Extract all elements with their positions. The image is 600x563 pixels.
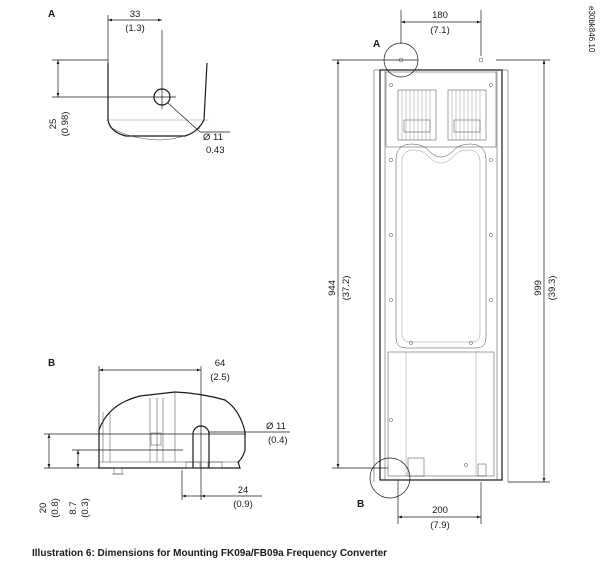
main-label-b: B bbox=[357, 499, 364, 510]
top-section bbox=[385, 71, 497, 148]
lower-section bbox=[387, 351, 495, 477]
converter-housing bbox=[379, 69, 503, 481]
detail-a-label: A bbox=[48, 9, 55, 20]
detail-b-width-in: (2.5) bbox=[210, 372, 230, 383]
main-label-a: A bbox=[373, 39, 380, 50]
detail-a-height-mm: 25 bbox=[48, 119, 59, 130]
detail-b-slot-in: (0.3) bbox=[80, 498, 91, 518]
detail-b-width-mm: 64 bbox=[215, 358, 226, 369]
detail-b-offset-in: (0.9) bbox=[233, 499, 253, 510]
detail-a-width-in: (1.3) bbox=[125, 23, 145, 34]
top-width-mm: 180 bbox=[432, 10, 448, 21]
detail-b-outline bbox=[98, 391, 246, 469]
detail-a: A 33 (1.3) 25 (0.98) Ø 11 0.43 bbox=[48, 9, 230, 156]
illustration-caption: Illustration 6: Dimensions for Mounting … bbox=[32, 548, 387, 559]
drawing-reference-code: e30bk846.10 bbox=[587, 6, 596, 53]
bottom-width-in: (7.9) bbox=[430, 520, 450, 531]
bottom-width-mm: 200 bbox=[432, 505, 448, 516]
main-view: A B 180 (7.1) 944 (37.2) 999 (39.3) 200 … bbox=[327, 10, 558, 531]
detail-a-outline bbox=[107, 62, 208, 137]
detail-b-label: B bbox=[48, 358, 55, 369]
total-height-in: (39.3) bbox=[547, 276, 558, 301]
fan-grille-left bbox=[397, 89, 437, 141]
cover-seal bbox=[395, 143, 487, 349]
detail-b-hole-in: (0.4) bbox=[268, 435, 288, 446]
detail-b-offset-mm: 24 bbox=[238, 485, 249, 496]
detail-a-hole-diameter: Ø 11 bbox=[203, 132, 223, 143]
detail-a-width-mm: 33 bbox=[130, 9, 141, 20]
detail-a-lower-edge bbox=[111, 127, 201, 141]
hole-spacing-in: (37.2) bbox=[341, 276, 352, 301]
total-height-mm: 999 bbox=[533, 280, 544, 296]
detail-b-height-in: (0.8) bbox=[50, 498, 61, 518]
fan-grille-right bbox=[447, 89, 487, 141]
detail-b-slot-mm: 8.7 bbox=[68, 501, 79, 514]
detail-a-hole-in: 0.43 bbox=[206, 145, 225, 156]
detail-a-height-in: (0.98) bbox=[60, 112, 71, 137]
top-width-in: (7.1) bbox=[430, 25, 450, 36]
detail-b-marker-circle bbox=[369, 457, 411, 499]
detail-b-height-mm: 20 bbox=[38, 503, 49, 514]
detail-b: B 64 (2.5) Ø 11 (0.4) 24 bbox=[38, 358, 290, 518]
detail-b-hole-diameter: Ø 11 bbox=[266, 421, 286, 432]
hole-spacing-mm: 944 bbox=[327, 280, 338, 296]
